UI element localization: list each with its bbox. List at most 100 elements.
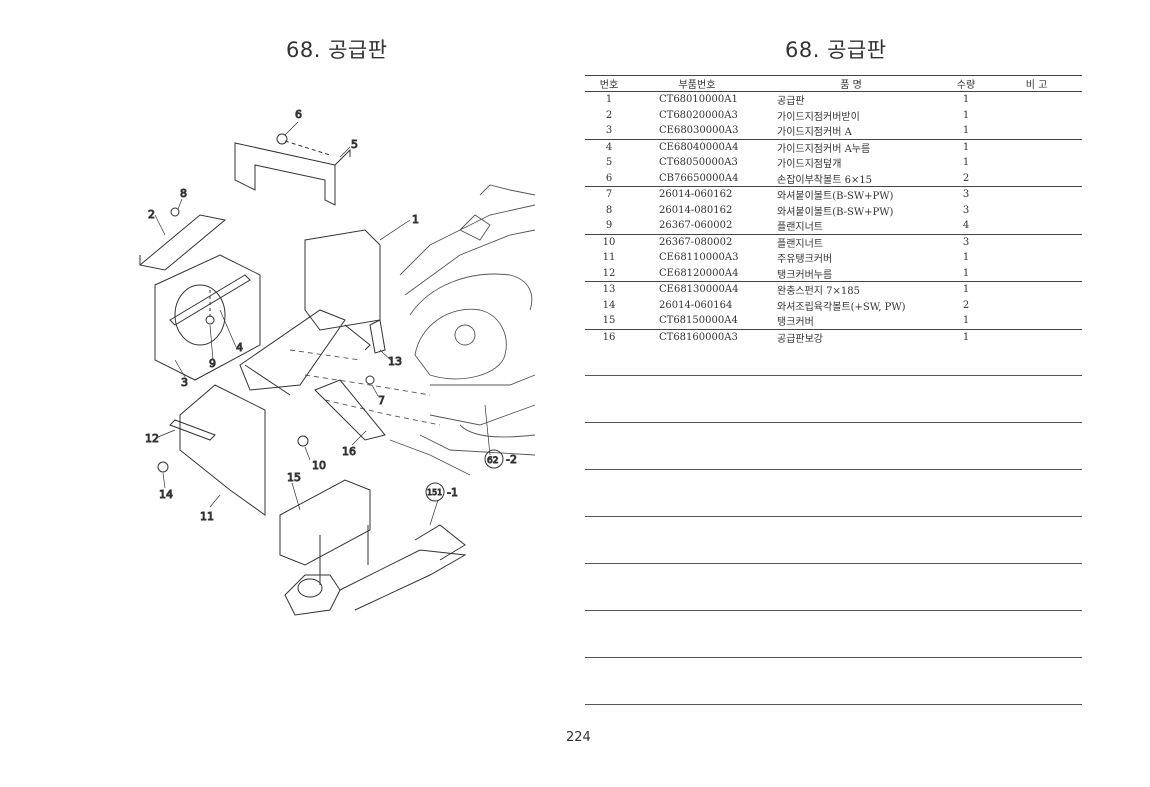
row-no: 2: [605, 109, 613, 121]
row-qty: 1: [962, 252, 970, 264]
row-no: 1: [605, 94, 613, 106]
row-part-no: 26014-060162: [659, 189, 733, 201]
row-part-no: 26014-060164: [659, 299, 733, 311]
tank-base: [284, 524, 467, 616]
row-part-no: CE68110000A3: [659, 252, 739, 264]
row-no: 14: [602, 299, 616, 311]
row-no: 13: [602, 284, 616, 296]
row-part-no: CT68050000A3: [659, 157, 738, 169]
callout-4: 4: [236, 341, 243, 354]
row-no: 9: [585, 218, 633, 235]
row-name: 가이드지점커버받이: [777, 111, 860, 123]
row-no: 4: [605, 141, 613, 153]
row-qty: 1: [941, 313, 991, 330]
callout-3: 3: [181, 376, 188, 389]
row-note: [991, 139, 1082, 155]
row-note: [991, 187, 1082, 203]
row-part-no: CE68120000A4: [633, 265, 761, 282]
row-part-no: CT68160000A3: [659, 331, 738, 343]
part-3-plate: [154, 254, 261, 381]
part-13-sponge: [369, 319, 386, 354]
row-qty: 4: [941, 218, 991, 235]
row-part-no: CE68130000A4: [659, 284, 739, 296]
row-note: [991, 282, 1082, 298]
row-name: 가이드지점덮개: [777, 159, 842, 171]
row-no: 15: [585, 313, 633, 330]
row-note: [991, 234, 1082, 250]
row-part-no: CE68040000A4: [659, 141, 739, 153]
row-no: 8: [605, 204, 613, 216]
blank-rule: [585, 610, 1082, 611]
row-name: 탱크커버: [761, 313, 941, 330]
leader-lines: [154, 121, 491, 526]
blank-rule: [585, 563, 1082, 564]
ref-62-number: 62: [487, 456, 498, 466]
row-name: 와셔붙이볼트(B-SW+PW): [777, 191, 894, 203]
row-part-no: 26014-080162: [659, 204, 733, 216]
row-qty: 3: [962, 236, 970, 248]
header-name: 품 명: [761, 75, 941, 92]
row-no: 16: [602, 331, 616, 343]
row-name: 탱크커버누름: [761, 265, 941, 282]
row-name: 플랜지너트: [761, 218, 941, 235]
row-note: [991, 108, 1082, 124]
blank-rule: [585, 469, 1082, 470]
row-note: [991, 170, 1082, 187]
row-qty: 1: [962, 109, 970, 121]
row-part-no: CE68030000A3: [633, 123, 761, 140]
row-qty: 1: [941, 265, 991, 282]
callout-9: 9: [209, 357, 216, 370]
row-no: 10: [602, 236, 616, 248]
row-part-no: CB76650000A4: [633, 170, 761, 187]
row-no: 3: [585, 123, 633, 140]
row-name: 가이드지점커버 A누름: [777, 143, 871, 155]
ref-62-callout: 62 -2: [484, 449, 517, 469]
header-no: 번호: [585, 75, 633, 92]
row-name: 와셔조립육각볼트(+SW, PW): [777, 301, 906, 313]
page-number: 224: [566, 730, 591, 745]
callout-5: 5: [351, 138, 358, 151]
callout-16: 16: [342, 445, 356, 458]
part-4-strip: [169, 274, 251, 326]
ref-62-suffix: -2: [506, 453, 517, 466]
callout-7: 7: [378, 394, 385, 407]
part-1-supply-plate: [239, 229, 381, 396]
row-qty: 3: [962, 204, 970, 216]
row-note: [991, 218, 1082, 235]
callout-14: 14: [159, 488, 173, 501]
table-row: 14 26014-060164 와셔조립육각볼트(+SW, PW) 2: [585, 298, 1082, 314]
row-note: [991, 250, 1082, 266]
row-no: 6: [585, 170, 633, 187]
callout-12: 12: [145, 432, 159, 445]
blank-rule: [585, 375, 1082, 376]
row-qty: 1: [941, 123, 991, 140]
row-note: [991, 155, 1082, 171]
table-row: 4 CE68040000A4 가이드지점커버 A누름 1: [585, 139, 1082, 155]
row-name: 가이드지점커버 A: [761, 123, 941, 140]
row-note: [991, 123, 1082, 140]
row-name: 주유탱크커버: [777, 254, 833, 266]
row-qty: 2: [962, 299, 970, 311]
blank-rule: [585, 704, 1082, 705]
row-qty: 1: [962, 157, 970, 169]
callout-2: 2: [148, 208, 155, 221]
row-qty: 1: [962, 331, 970, 343]
row-note: [991, 329, 1082, 345]
row-part-no: 26367-060002: [633, 218, 761, 235]
header-qty: 수량: [941, 75, 991, 92]
row-qty: 1: [962, 94, 970, 106]
blank-rule: [585, 516, 1082, 517]
callout-13: 13: [388, 355, 402, 368]
row-qty: 1: [962, 141, 970, 153]
